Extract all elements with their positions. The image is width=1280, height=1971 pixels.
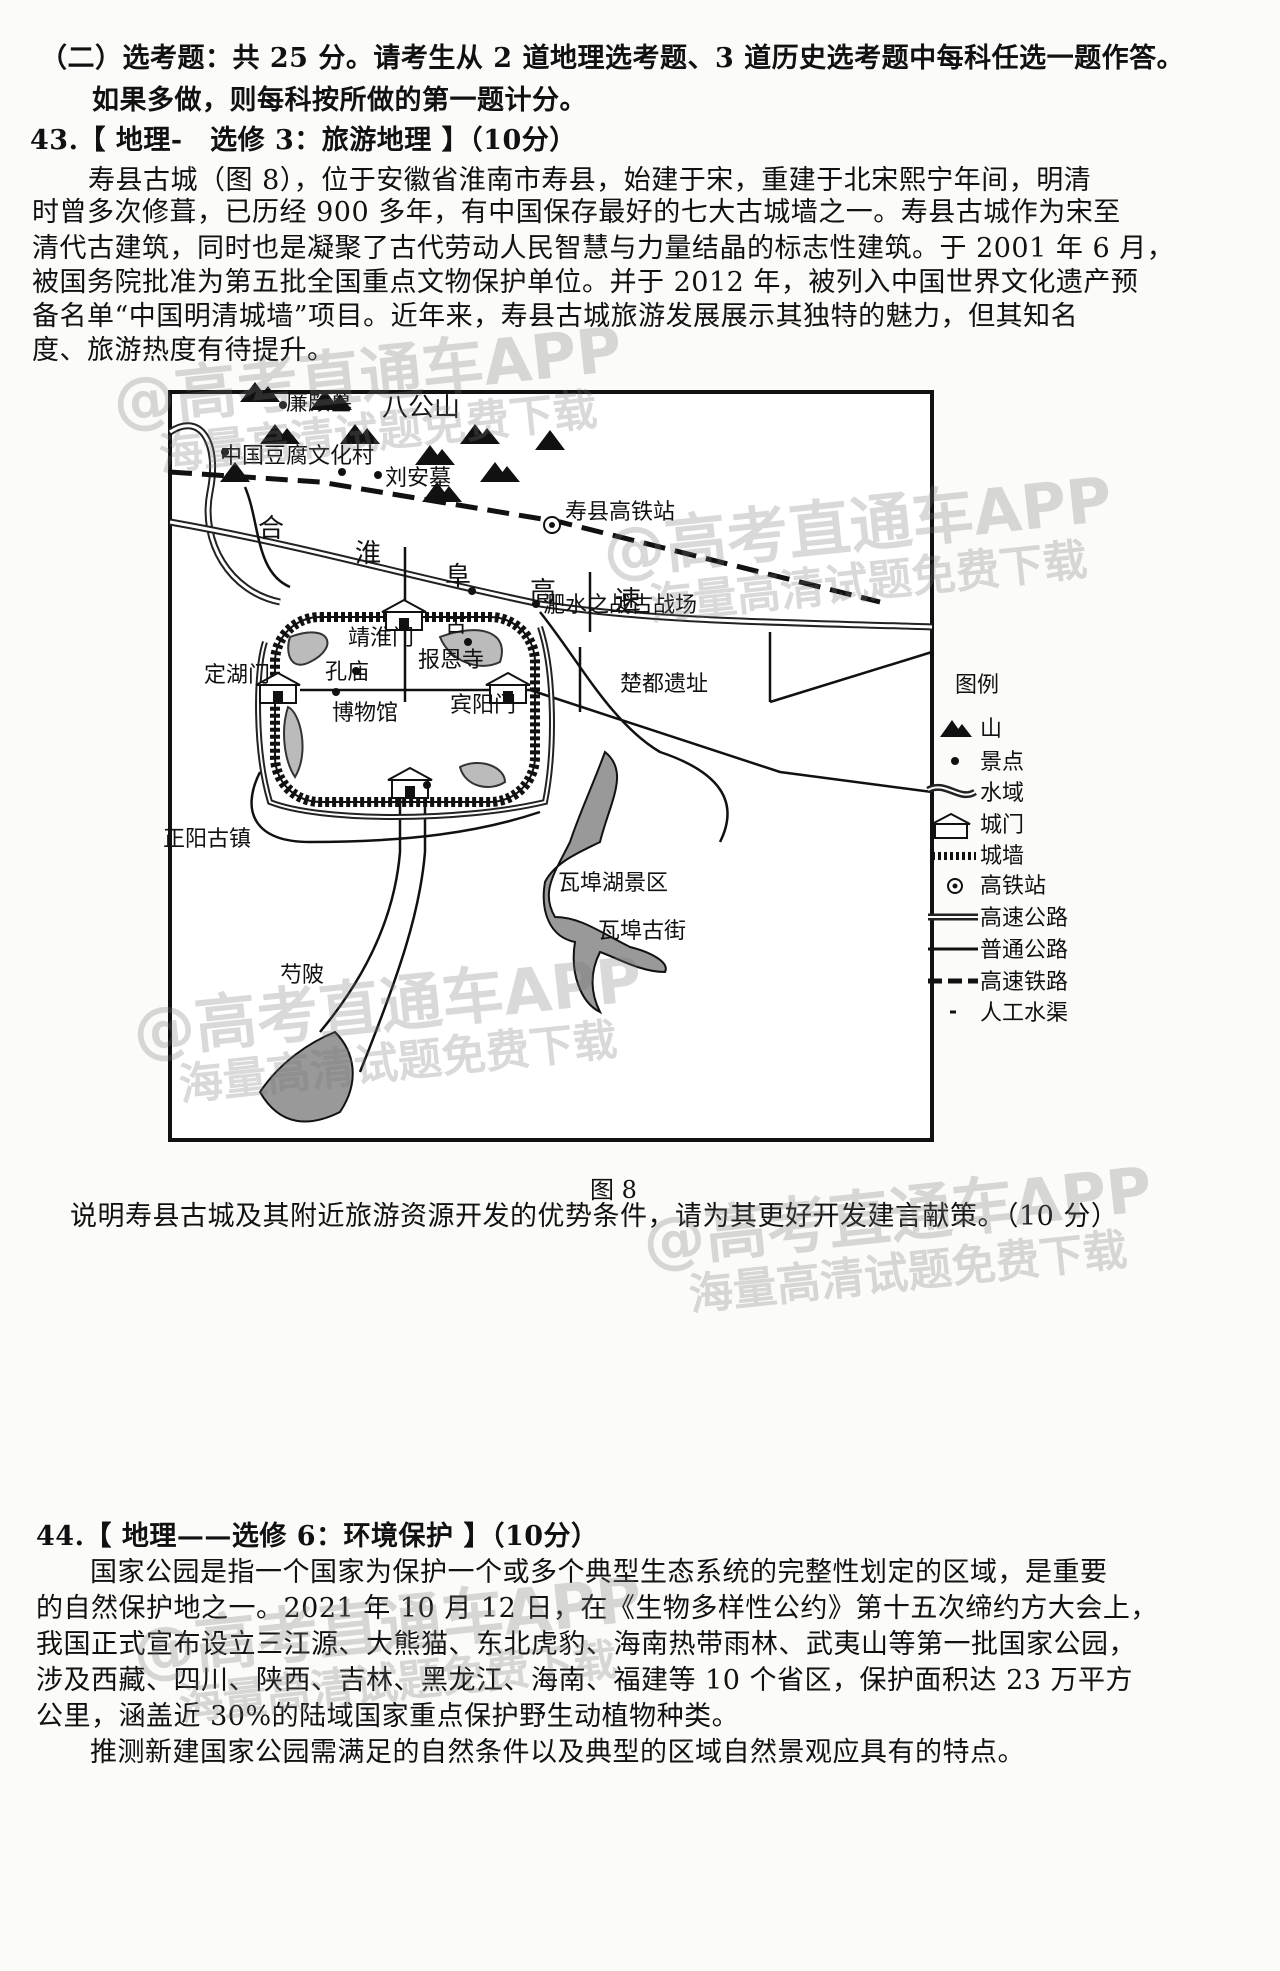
legend-title: 图例 [955, 673, 999, 698]
label-station: 寿县高铁站 [565, 500, 675, 525]
label-su: 速 [615, 586, 641, 616]
legend-dot-icon [951, 757, 959, 765]
label-anfeng: 芍陂 [280, 963, 324, 988]
legend-mountain-icon [940, 720, 972, 737]
legend-item: 高铁站 [980, 874, 1046, 899]
city-gate-west [255, 671, 301, 704]
label-jinghuaimen: 靖淮门 [348, 626, 414, 651]
mountains [220, 382, 565, 502]
legend-station-icon [947, 878, 963, 894]
label-lianpo: 廉颇墓 [286, 391, 352, 416]
legend-item: 人工水渠 [980, 1001, 1068, 1026]
q43-para-line: 寿县古城（图 8），位于安徽省淮南市寿县，始建于宋，重建于北宋熙宁年间，明清 [88, 165, 1092, 196]
legend-gate-icon [931, 812, 971, 839]
label-he: 合 [258, 514, 284, 544]
q44-para-line: 我国正式宣布设立三江源、大熊猫、东北虎豹、海南热带雨林、武夷山等第一批国家公园， [36, 1629, 1136, 1660]
label-dinghumen: 定湖门 [204, 663, 270, 688]
q44-para-line: 的自然保护地之一。2021 年 10 月 12 日，在《生物多样性公约》第十五次… [36, 1593, 1158, 1624]
city-gate-east [485, 671, 531, 704]
q43-para-line: 被国务院批准为第五批全国重点文物保护单位。并于 2012 年，被列入中国世界文化… [32, 267, 1139, 298]
label-bowuguan: 博物馆 [332, 701, 398, 726]
label-doufu: 中国豆腐文化村 [220, 444, 374, 469]
section-header: （二）选考题：共 25 分。请考生从 2 道地理选考题、3 道历史选考题中每科任… [40, 43, 1185, 74]
legend-item: 高速铁路 [980, 970, 1068, 995]
label-wabuhu: 瓦埠湖景区 [558, 871, 668, 896]
q44-para-line: 涉及西藏、四川、陕西、吉林、黑龙江、海南、福建等 10 个省区，保护面积达 23… [36, 1665, 1134, 1696]
city-gate-south [387, 766, 433, 799]
legend-item: 城门 [980, 813, 1024, 838]
legend-item: 景点 [980, 750, 1024, 775]
figure-caption: 图 8 [590, 1176, 637, 1204]
label-feishui: 淝水之战古战场 [543, 593, 697, 618]
q44-para-line: 公里，涵盖近 30%的陆域国家重点保护野生动植物种类。 [36, 1701, 740, 1732]
q44-para-line: 国家公园是指一个国家为保护一个或多个典型生态系统的完整性划定的区域，是重要 [90, 1557, 1108, 1588]
label-binyangmen: 宾阳门 [450, 693, 516, 718]
q43-para-line: 清代古建筑，同时也是凝聚了古代劳动人民智慧与力量结晶的标志性建筑。于 2001 … [32, 233, 1175, 264]
q44-title: 44.【 地理——选修 6：环境保护 】（10分） [36, 1521, 599, 1552]
legend-item: 水域 [980, 781, 1024, 806]
label-gao: 高 [530, 577, 556, 607]
q43-title: 43.【 地理- 选修 3：旅游地理 】（10分） [30, 125, 577, 156]
label-kongmiao: 孔庙 [325, 660, 369, 685]
label-zhengyang: 正阳古镇 [163, 827, 251, 852]
road [250, 771, 541, 844]
label-chudu: 楚都遗址 [620, 672, 708, 697]
anfeng-water [258, 1030, 354, 1123]
q43-question: 说明寿县古城及其附近旅游资源开发的优势条件，请为其更好开发建言献策。（10 分） [70, 1201, 1119, 1232]
label-wabugujie: 瓦埠古街 [598, 919, 686, 944]
q44-question: 推测新建国家公园需满足的自然条件以及典型的区域自然景观应具有的特点。 [90, 1737, 1025, 1768]
legend-item: 高速公路 [980, 906, 1068, 931]
legend-item: 山 [980, 717, 1002, 742]
label-huai: 淮 [355, 539, 381, 569]
label-gu: 古 [445, 613, 467, 638]
section-header-note: 如果多做，则每科按所做的第一题计分。 [92, 85, 587, 116]
legend: 图例 山 景点 水域 城门 城墙 高铁站 高速公路 普通公路 高速铁路 [926, 673, 1068, 1026]
road [769, 650, 933, 704]
road [358, 792, 427, 1073]
city-gate-north [381, 598, 427, 631]
scenic-spots [221, 401, 540, 789]
label-fu: 阜 [445, 562, 471, 592]
figure-8-map: 廉颇墓 八公山 中国豆腐文化村 刘安墓 寿县高铁站 合 淮 阜 高 速 靖淮门 … [163, 382, 1068, 1142]
road [529, 688, 933, 794]
label-liuan: 刘安墓 [385, 466, 451, 491]
wabu-lake [542, 750, 667, 1015]
legend-item: 城墙 [980, 844, 1024, 869]
q43-para-line: 备名单“中国明清城墙”项目。近年来，寿县古城旅游发展展示其独特的魅力，但其知名 [32, 301, 1079, 332]
road [319, 792, 402, 1033]
road [243, 486, 291, 589]
legend-item: 普通公路 [980, 938, 1068, 963]
label-baoensi: 报恩寺 [418, 648, 484, 673]
label-bagongshan: 八公山 [382, 393, 460, 423]
q43-para-line: 度、旅游热度有待提升。 [32, 335, 335, 366]
hsr-station [543, 516, 561, 534]
q43-para-line: 时曾多次修葺，已历经 900 多年，有中国保存最好的七大古城墙之一。寿县古城作为… [32, 197, 1121, 228]
road [539, 611, 729, 843]
